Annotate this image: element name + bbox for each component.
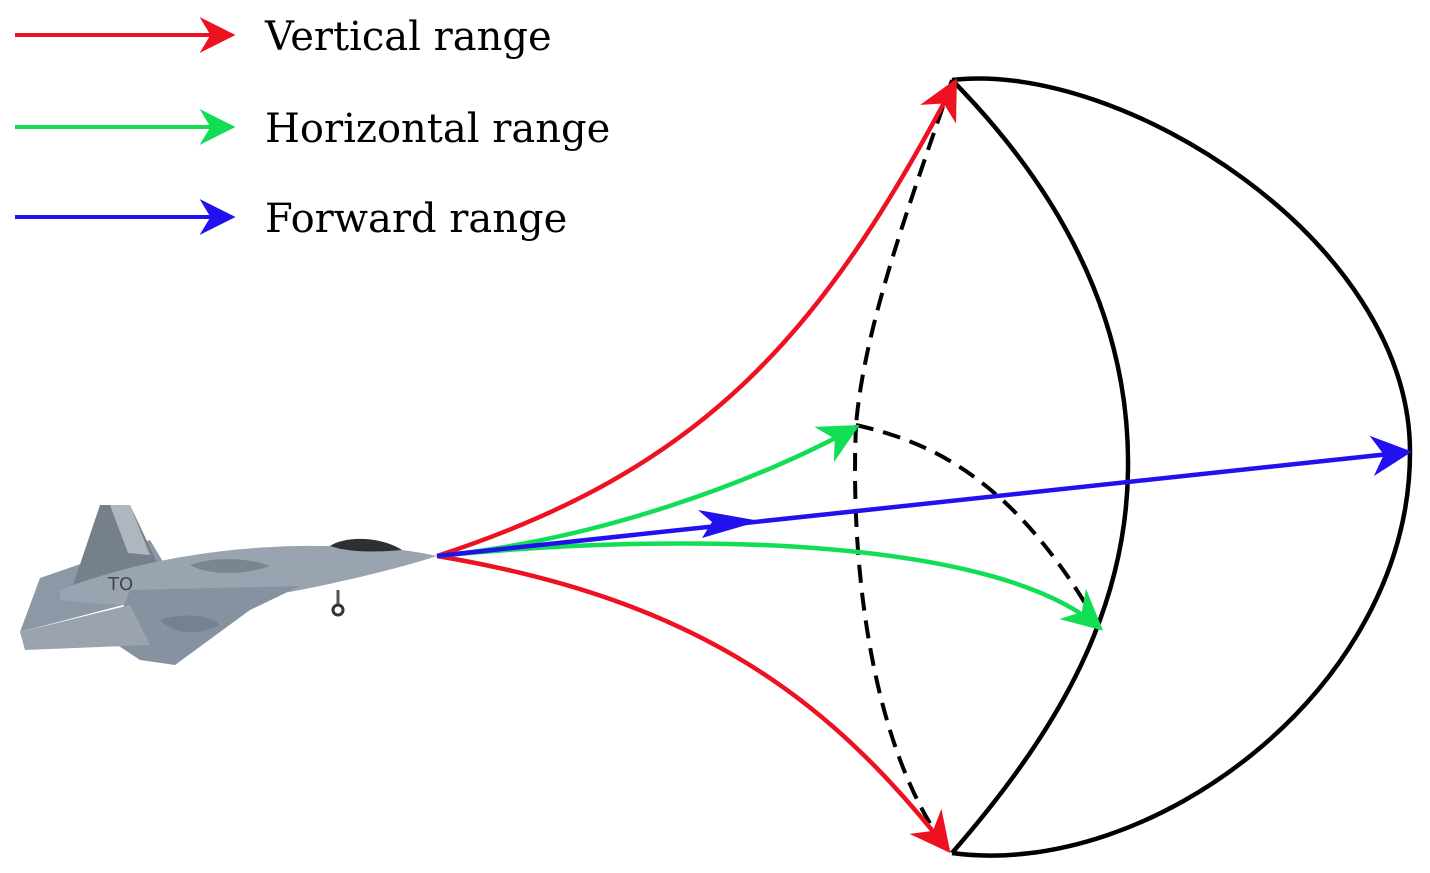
hidden-arc-upper xyxy=(854,79,954,426)
svg-text:TO: TO xyxy=(107,574,133,595)
legend: Vertical range Horizontal range Forward … xyxy=(15,14,610,242)
legend-label-vertical: Vertical range xyxy=(264,14,552,60)
fighter-jet-icon: TO xyxy=(20,505,437,665)
legend-item-horizontal: Horizontal range xyxy=(15,106,610,152)
horizontal-range-arrow-left xyxy=(436,425,860,559)
vertical-range-arrow-down xyxy=(436,553,951,854)
horizontal-range-arrow-right xyxy=(436,541,1104,631)
forward-range-mid-arrowhead xyxy=(698,510,760,538)
legend-label-horizontal: Horizontal range xyxy=(265,106,610,152)
range-vectors xyxy=(436,78,1413,854)
envelope-outer-arc xyxy=(951,76,1413,858)
legend-item-vertical: Vertical range xyxy=(15,14,552,60)
envelope-inner-arc xyxy=(950,78,1131,855)
hidden-arc-lower xyxy=(853,424,952,855)
legend-label-forward: Forward range xyxy=(265,196,567,242)
forward-range-arrow xyxy=(436,435,1413,559)
legend-item-forward: Forward range xyxy=(15,196,567,242)
range-envelope xyxy=(950,76,1413,858)
hidden-arc-horizontal xyxy=(855,423,1100,626)
vertical-range-arrow-up xyxy=(436,78,957,559)
range-envelope-hidden xyxy=(853,79,1100,855)
